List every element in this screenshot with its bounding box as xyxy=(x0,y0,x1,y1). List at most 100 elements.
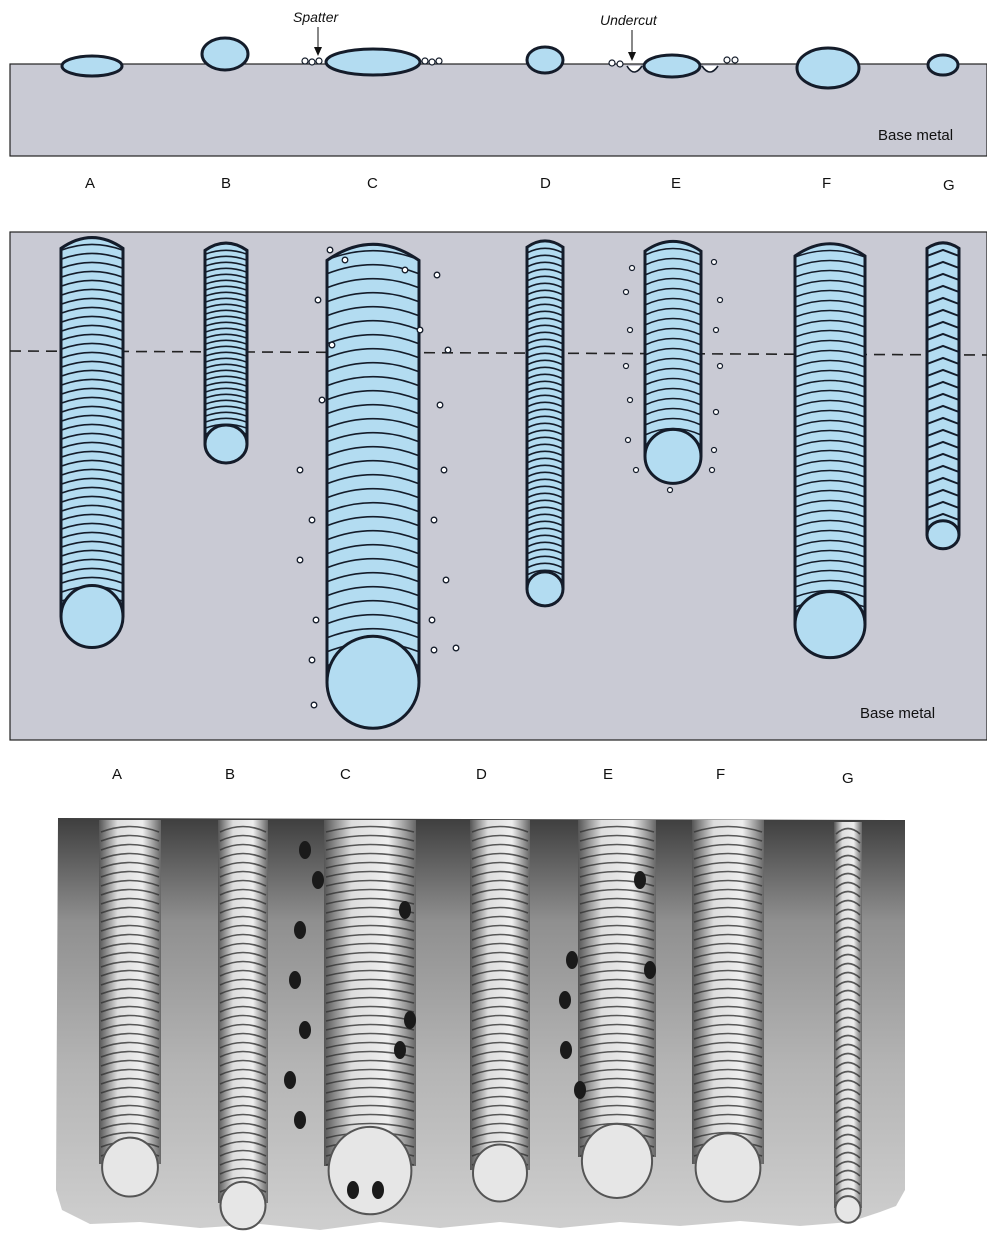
photo-bead-crater xyxy=(329,1127,412,1214)
bead-crater xyxy=(527,572,563,606)
xs-bead-b xyxy=(202,38,248,70)
tv-spatter-c xyxy=(431,647,437,653)
photo-spatter xyxy=(284,1071,296,1089)
xs-bead-e xyxy=(644,55,700,77)
tv-spatter-c xyxy=(309,517,315,523)
tv-spatter-e xyxy=(718,298,723,303)
tv-spatter-c xyxy=(453,645,459,651)
xs-letter-c: C xyxy=(367,175,378,192)
spatter-droplet xyxy=(429,59,435,65)
bead-crater xyxy=(327,636,419,728)
xs-letter-f: F xyxy=(822,175,831,192)
tv-letter-g: G xyxy=(842,770,854,787)
tv-spatter-e xyxy=(710,468,715,473)
tv-spatter-e xyxy=(712,448,717,453)
spatter-droplet xyxy=(617,61,623,67)
tv-spatter-e xyxy=(624,364,629,369)
tv-spatter-c xyxy=(329,342,335,348)
top-view-panel: Base metal xyxy=(10,232,987,740)
top-view-base-metal-label: Base metal xyxy=(860,705,935,722)
photo-bead-b xyxy=(218,820,268,1229)
photo-spatter xyxy=(347,1181,359,1199)
spatter-droplet xyxy=(732,57,738,63)
tv-spatter-c xyxy=(431,517,437,523)
tv-spatter-c xyxy=(437,402,443,408)
photo-bead-crater xyxy=(696,1133,761,1201)
tv-spatter-e xyxy=(628,328,633,333)
bead-crater xyxy=(927,521,959,549)
photo-spatter xyxy=(404,1011,416,1029)
tv-bead-c xyxy=(327,244,419,728)
photo-bead-body xyxy=(834,822,862,1208)
tv-spatter-c xyxy=(327,247,333,253)
tv-letter-c: C xyxy=(340,766,351,783)
tv-bead-d xyxy=(527,241,563,606)
xs-bead-c xyxy=(326,49,420,75)
tv-spatter-c xyxy=(443,577,449,583)
tv-spatter-c xyxy=(309,657,315,663)
photo-spatter xyxy=(394,1041,406,1059)
spatter-arrowhead xyxy=(314,47,322,56)
spatter-droplet xyxy=(436,58,442,64)
photo-bead-f xyxy=(692,820,764,1202)
tv-spatter-e xyxy=(668,488,673,493)
photo-bead-crater xyxy=(102,1138,158,1197)
bead-crater xyxy=(61,586,123,648)
tv-spatter-e xyxy=(624,290,629,295)
photo-spatter xyxy=(559,991,571,1009)
photo-spatter xyxy=(372,1181,384,1199)
tv-spatter-e xyxy=(714,328,719,333)
xs-bead-d xyxy=(527,47,563,73)
photo-spatter xyxy=(294,1111,306,1129)
spatter-droplet xyxy=(316,58,322,64)
tv-spatter-e xyxy=(634,468,639,473)
tv-spatter-c xyxy=(319,397,325,403)
photo-bead-g xyxy=(834,822,862,1223)
spatter-droplet xyxy=(309,59,315,65)
tv-spatter-c xyxy=(434,272,440,278)
tv-spatter-c xyxy=(417,327,423,333)
spatter-droplet xyxy=(609,60,615,66)
photo-bead-d xyxy=(470,820,530,1202)
tv-bead-a xyxy=(61,238,123,648)
bead-body xyxy=(61,238,123,615)
tv-letter-e: E xyxy=(603,766,613,783)
photo-bead-crater xyxy=(221,1182,266,1230)
bead-crater xyxy=(795,592,865,658)
tv-bead-e xyxy=(645,241,701,483)
weld-photograph xyxy=(56,818,905,1230)
top-view-letters: A B C D E F G xyxy=(112,766,854,787)
photo-bead-crater xyxy=(582,1124,652,1198)
spatter-label: Spatter xyxy=(293,9,339,25)
tv-spatter-e xyxy=(630,266,635,271)
xs-bead-g xyxy=(928,55,958,75)
tv-spatter-e xyxy=(626,438,631,443)
photo-spatter xyxy=(294,921,306,939)
spatter-droplet xyxy=(724,57,730,63)
photo-spatter xyxy=(560,1041,572,1059)
tv-bead-g xyxy=(927,243,959,549)
tv-letter-b: B xyxy=(225,766,235,783)
tv-bead-f xyxy=(795,244,865,658)
cross-section-base-metal-label: Base metal xyxy=(878,127,953,144)
tv-spatter-c xyxy=(297,557,303,563)
tv-spatter-e xyxy=(712,260,717,265)
tv-spatter-e xyxy=(718,364,723,369)
photo-spatter xyxy=(312,871,324,889)
tv-spatter-e xyxy=(714,410,719,415)
xs-letter-a: A xyxy=(85,175,95,192)
undercut-arrowhead xyxy=(628,52,636,61)
tv-bead-b xyxy=(205,243,247,463)
bead-crater xyxy=(645,429,701,483)
tv-spatter-c xyxy=(429,617,435,623)
spatter-droplet xyxy=(422,58,428,64)
photo-bead-body xyxy=(218,820,268,1203)
tv-spatter-c xyxy=(402,267,408,273)
tv-spatter-c xyxy=(445,347,451,353)
photo-spatter xyxy=(634,871,646,889)
photo-spatter xyxy=(566,951,578,969)
photo-spatter xyxy=(399,901,411,919)
xs-letter-g: G xyxy=(943,177,955,194)
spatter-droplet xyxy=(302,58,308,64)
